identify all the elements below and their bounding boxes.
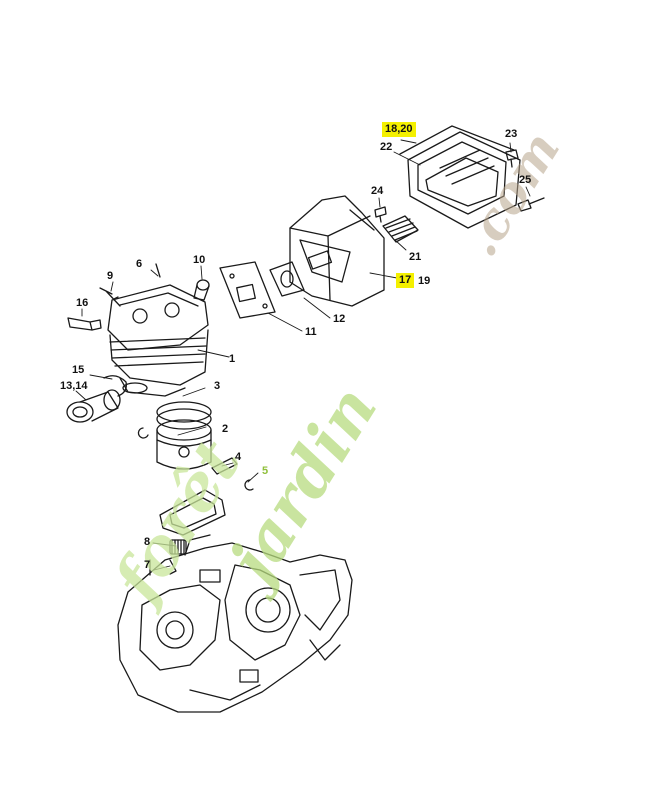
crankcase-drawing — [117, 534, 353, 713]
callout-12: 12 — [333, 313, 346, 325]
callout-6: 6 — [136, 258, 143, 270]
callout-19: 19 — [418, 275, 431, 287]
intake-flange-drawing — [66, 375, 127, 423]
callout-16: 16 — [76, 297, 89, 309]
callout-11: 11 — [305, 326, 317, 338]
leader-lines — [75, 139, 531, 571]
exhaust-gasket-drawing — [219, 261, 276, 319]
needle-cage-drawing — [169, 539, 187, 575]
cylinder-drawing — [107, 284, 209, 397]
callout-23: 23 — [505, 128, 518, 140]
callout-18-20-highlight: 18,20 — [382, 122, 416, 137]
callout-9: 9 — [107, 270, 114, 282]
callout-13-14: 13,14 — [60, 380, 88, 392]
spark-plug-drawing — [67, 317, 102, 331]
callout-4: 4 — [235, 451, 242, 463]
callout-1: 1 — [229, 353, 236, 365]
muffler-drawing — [289, 195, 385, 307]
callout-5: 5 — [262, 465, 269, 477]
base-gasket-drawing — [159, 489, 226, 536]
callout-8: 8 — [144, 536, 151, 548]
piston-drawing — [137, 401, 254, 491]
callout-7: 7 — [144, 559, 151, 571]
callout-21: 21 — [409, 251, 422, 263]
callout-10: 10 — [193, 254, 206, 266]
screws-drawing — [99, 263, 210, 307]
muffler-flange-drawing — [269, 261, 305, 297]
callout-25: 25 — [519, 174, 532, 186]
muffler-cover-drawing — [399, 125, 521, 229]
callout-2: 2 — [222, 423, 229, 435]
callout-22: 22 — [380, 141, 393, 153]
bolts-drawing — [374, 149, 545, 223]
callout-15: 15 — [72, 364, 85, 376]
spark-screen-drawing — [382, 215, 419, 243]
callout-3: 3 — [214, 380, 221, 392]
callout-17-highlight: 17 — [396, 273, 415, 288]
callout-24: 24 — [371, 185, 384, 197]
